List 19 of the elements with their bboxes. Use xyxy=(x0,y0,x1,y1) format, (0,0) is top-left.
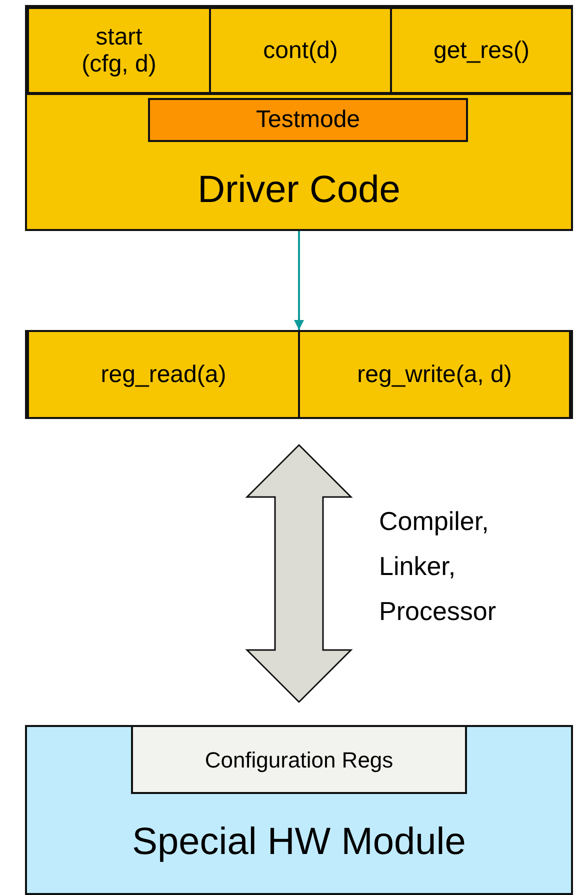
node-label: cont(d) xyxy=(262,36,339,64)
testmode-box xyxy=(148,98,468,142)
hardware-module-box xyxy=(25,725,573,895)
function-cell xyxy=(209,7,392,95)
node-label: reg_read(a) xyxy=(100,360,228,388)
function-cell xyxy=(27,7,211,95)
function-cell xyxy=(390,7,573,95)
node-label: start (cfg, d) xyxy=(80,22,158,78)
arrow xyxy=(294,231,304,330)
configuration-regs-box xyxy=(131,725,467,794)
node-label: reg_write(a, d) xyxy=(356,360,513,388)
node-label: get_res() xyxy=(432,36,531,64)
driver-code-box xyxy=(25,5,573,231)
double-block-arrow xyxy=(245,444,353,704)
node-label: Configuration Regs xyxy=(204,746,394,772)
node-label: Testmode xyxy=(254,106,362,134)
register-access-band xyxy=(25,330,573,419)
node-label: Driver Code xyxy=(196,169,402,213)
node-label: Special HW Module xyxy=(131,821,467,865)
